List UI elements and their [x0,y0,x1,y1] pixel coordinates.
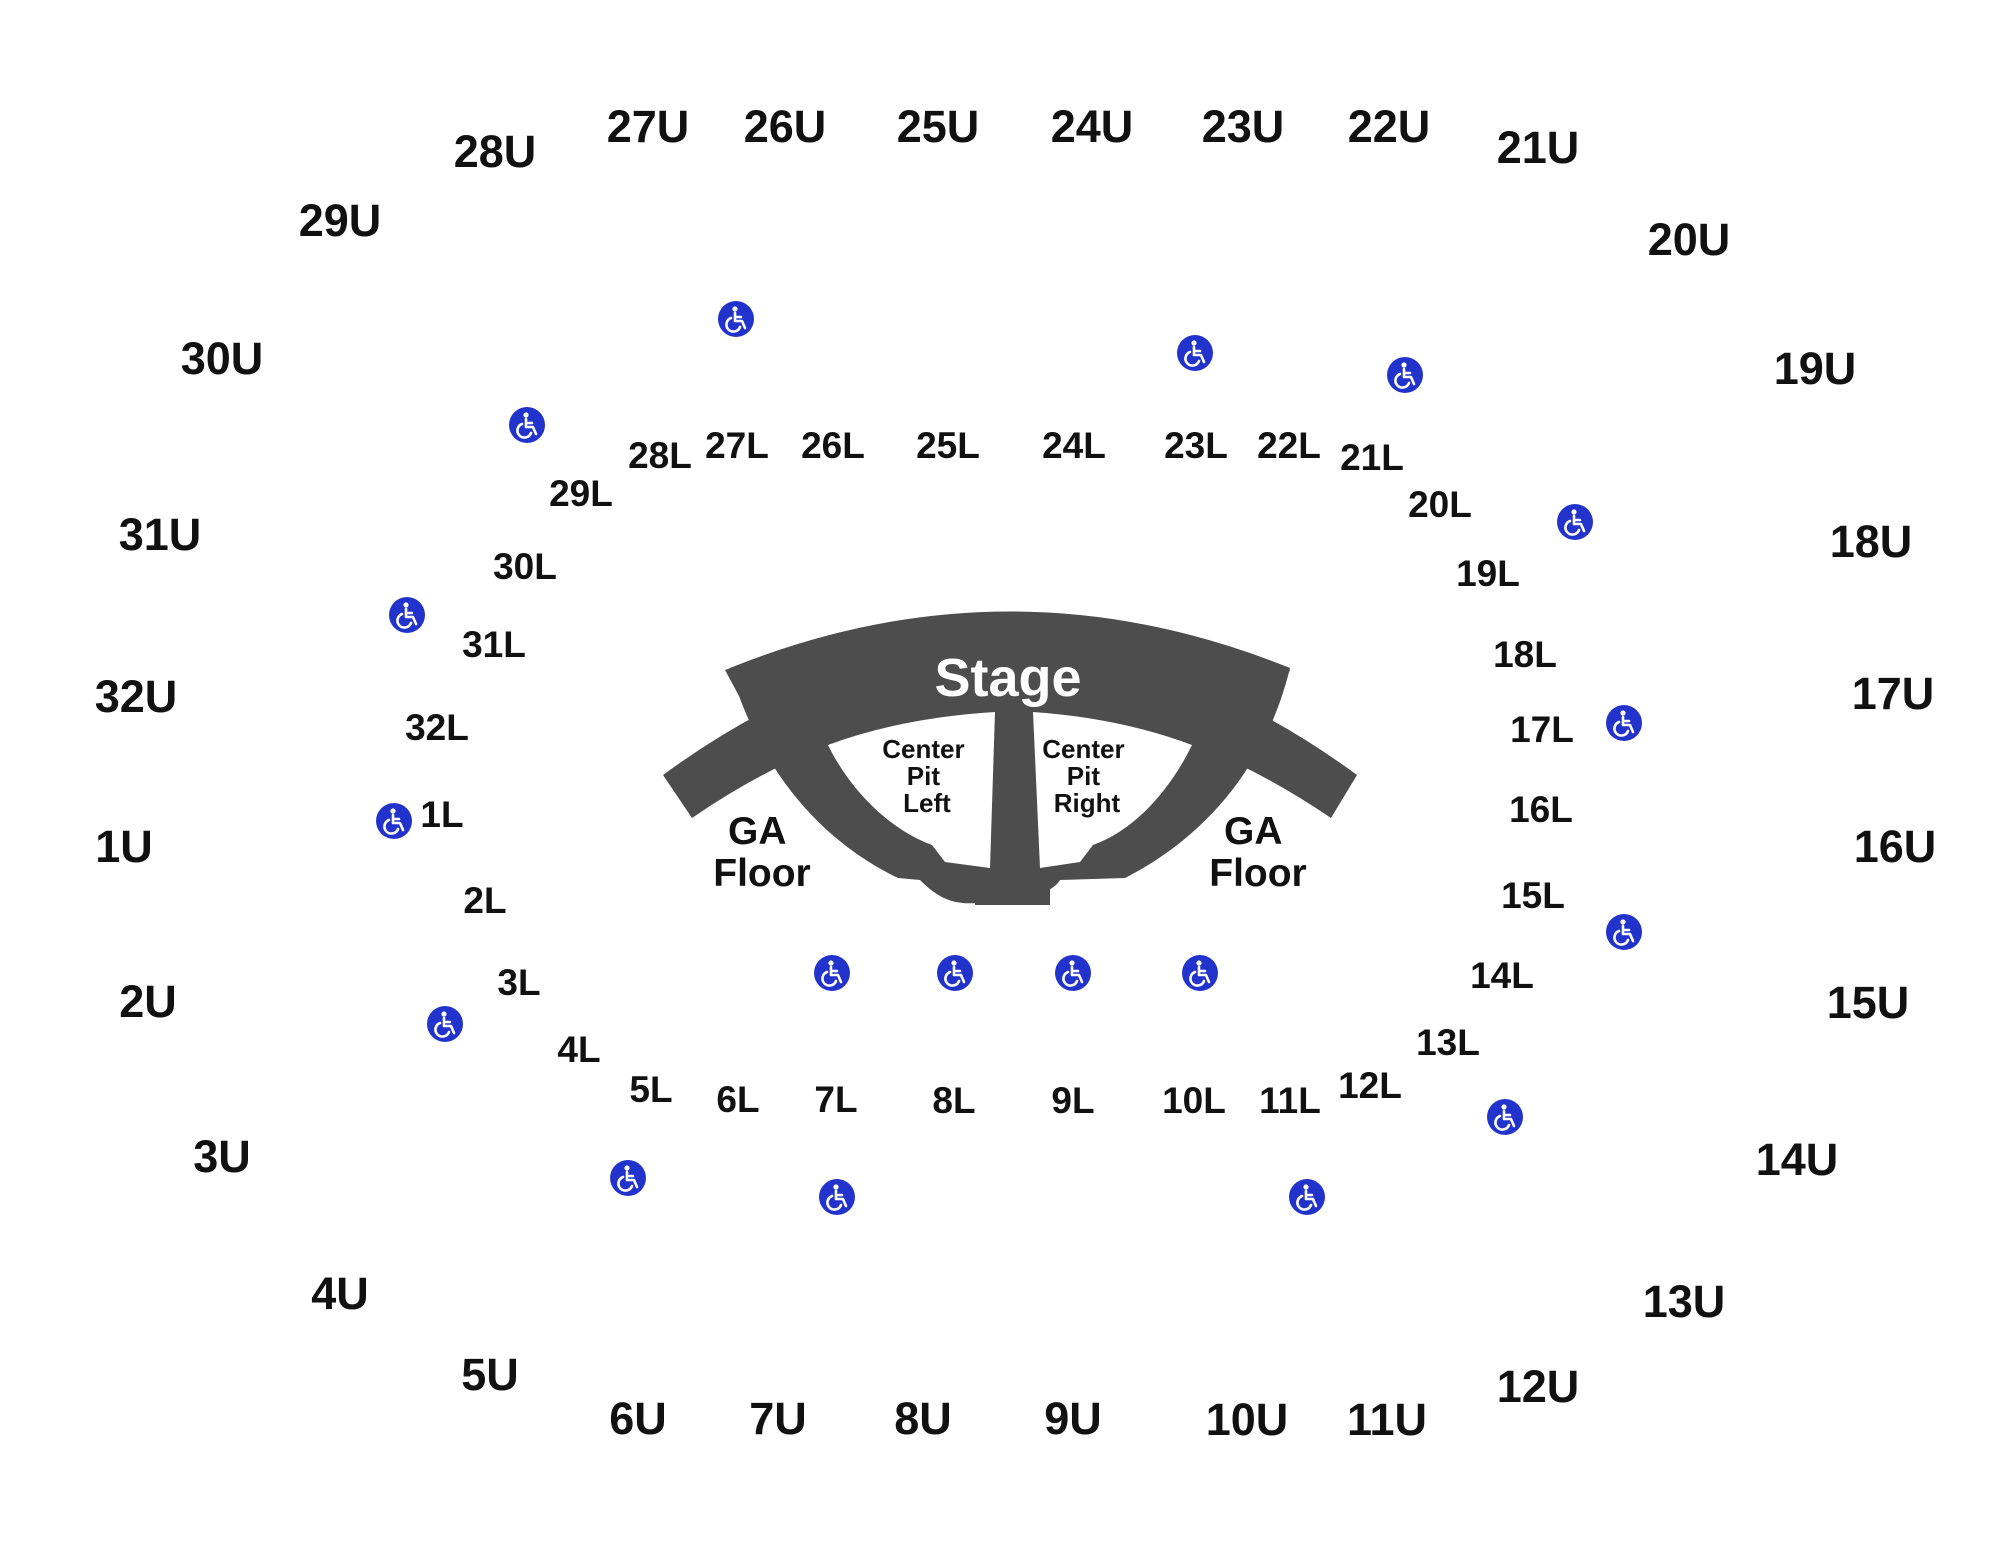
section-17u[interactable]: 17U [1852,668,1935,719]
center-pit-enclosure [730,611,1290,904]
wheelchair-icon[interactable] [389,597,425,633]
section-13u[interactable]: 13U [1643,1276,1726,1327]
section-22l[interactable]: 22L [1257,425,1321,466]
section-24u[interactable]: 24U [1051,101,1134,152]
upper-sections: 1U 2U 3U 4U 5U 6U 7U 8U 9U 10U 11U 12U 13U 14U 15U 16U 1… [95,101,1937,1445]
section-13l[interactable]: 13L [1416,1022,1480,1063]
wheelchair-icon[interactable] [1606,705,1642,741]
section-17l[interactable]: 17L [1510,709,1574,750]
section-29u[interactable]: 29U [299,195,382,246]
section-32l[interactable]: 32L [405,707,469,748]
section-30l[interactable]: 30L [493,546,557,587]
wheelchair-icon[interactable] [1387,357,1423,393]
section-1u[interactable]: 1U [95,821,153,872]
wheelchair-icon[interactable] [819,1179,855,1215]
section-31l[interactable]: 31L [462,624,526,665]
stage-nub [975,875,1050,905]
section-2u[interactable]: 2U [119,976,177,1027]
section-23l[interactable]: 23L [1164,425,1228,466]
center-pit-right-label: Center Pit Right [1042,734,1132,818]
wheelchair-icon[interactable] [1055,955,1091,991]
wheelchair-icon[interactable] [937,955,973,991]
center-pit-left-area[interactable] [828,712,995,868]
wheelchair-icon[interactable] [1289,1179,1325,1215]
section-9l[interactable]: 9L [1051,1080,1094,1121]
section-21u[interactable]: 21U [1497,122,1580,173]
section-10l[interactable]: 10L [1162,1080,1226,1121]
section-5l[interactable]: 5L [629,1069,672,1110]
section-3u[interactable]: 3U [193,1131,251,1182]
wheelchair-icon[interactable] [610,1160,646,1196]
section-5u[interactable]: 5U [461,1349,519,1400]
section-6l[interactable]: 6L [716,1079,759,1120]
section-9u[interactable]: 9U [1044,1393,1102,1444]
center-pit-left-label: Center Pit Left [882,734,972,818]
stage-area[interactable]: Stage Center Pit Left Center Pit Right G… [663,611,1357,906]
wheelchair-icon[interactable] [1557,504,1593,540]
section-28l[interactable]: 28L [628,435,692,476]
section-15u[interactable]: 15U [1827,977,1910,1028]
section-21l[interactable]: 21L [1340,437,1404,478]
section-31u[interactable]: 31U [119,509,202,560]
wheelchair-icon[interactable] [427,1006,463,1042]
ga-floor-left-label[interactable]: GA Floor [713,810,810,895]
section-15l[interactable]: 15L [1501,875,1565,916]
wheelchair-icon[interactable] [1177,335,1213,371]
section-29l[interactable]: 29L [549,473,613,514]
section-19u[interactable]: 19U [1774,343,1857,394]
section-2l[interactable]: 2L [463,880,506,921]
section-6u[interactable]: 6U [609,1393,667,1444]
section-12u[interactable]: 12U [1497,1361,1580,1412]
accessible-icons [376,301,1642,1215]
ga-floor-right-label[interactable]: GA Floor [1209,810,1306,895]
section-25l[interactable]: 25L [916,425,980,466]
section-26l[interactable]: 26L [801,425,865,466]
wheelchair-icon[interactable] [1606,914,1642,950]
section-4u[interactable]: 4U [311,1268,369,1319]
section-1l[interactable]: 1L [420,794,463,835]
section-14l[interactable]: 14L [1470,955,1534,996]
section-26u[interactable]: 26U [744,101,827,152]
section-11l[interactable]: 11L [1259,1080,1321,1121]
section-32u[interactable]: 32U [95,671,178,722]
section-28u[interactable]: 28U [454,126,537,177]
section-27u[interactable]: 27U [607,101,690,152]
section-20u[interactable]: 20U [1648,214,1731,265]
section-20l[interactable]: 20L [1408,484,1472,525]
section-4l[interactable]: 4L [557,1029,600,1070]
stage-title: Stage [934,648,1081,708]
section-14u[interactable]: 14U [1756,1134,1839,1185]
section-23u[interactable]: 23U [1202,101,1285,152]
section-27l[interactable]: 27L [705,425,769,466]
section-12l[interactable]: 12L [1338,1065,1402,1106]
wheelchair-icon[interactable] [1182,955,1218,991]
wheelchair-icon[interactable] [718,301,754,337]
section-24l[interactable]: 24L [1042,425,1106,466]
section-30u[interactable]: 30U [181,333,264,384]
section-16u[interactable]: 16U [1854,821,1937,872]
section-11u[interactable]: 11U [1347,1394,1427,1445]
wheelchair-icon[interactable] [376,803,412,839]
section-8l[interactable]: 8L [932,1080,975,1121]
wheelchair-icon[interactable] [814,955,850,991]
section-3l[interactable]: 3L [497,962,540,1003]
lower-sections: 1L 2L 3L 4L 5L 6L 7L 8L 9L 10L 11L 12L 13L 14L 15L 16L 1… [405,425,1574,1121]
center-pit-right-area[interactable] [1033,712,1192,868]
section-22u[interactable]: 22U [1348,101,1431,152]
wheelchair-icon[interactable] [509,407,545,443]
wheelchair-icon[interactable] [1487,1099,1523,1135]
section-10u[interactable]: 10U [1206,1394,1289,1445]
section-7u[interactable]: 7U [749,1393,807,1444]
section-16l[interactable]: 16L [1509,789,1573,830]
stage-bar-right [1222,655,1290,735]
section-18u[interactable]: 18U [1830,516,1913,567]
section-18l[interactable]: 18L [1493,634,1557,675]
section-25u[interactable]: 25U [897,101,980,152]
section-7l[interactable]: 7L [814,1079,857,1120]
section-8u[interactable]: 8U [894,1393,952,1444]
section-19l[interactable]: 19L [1456,553,1520,594]
stage-bar-left [725,655,800,735]
